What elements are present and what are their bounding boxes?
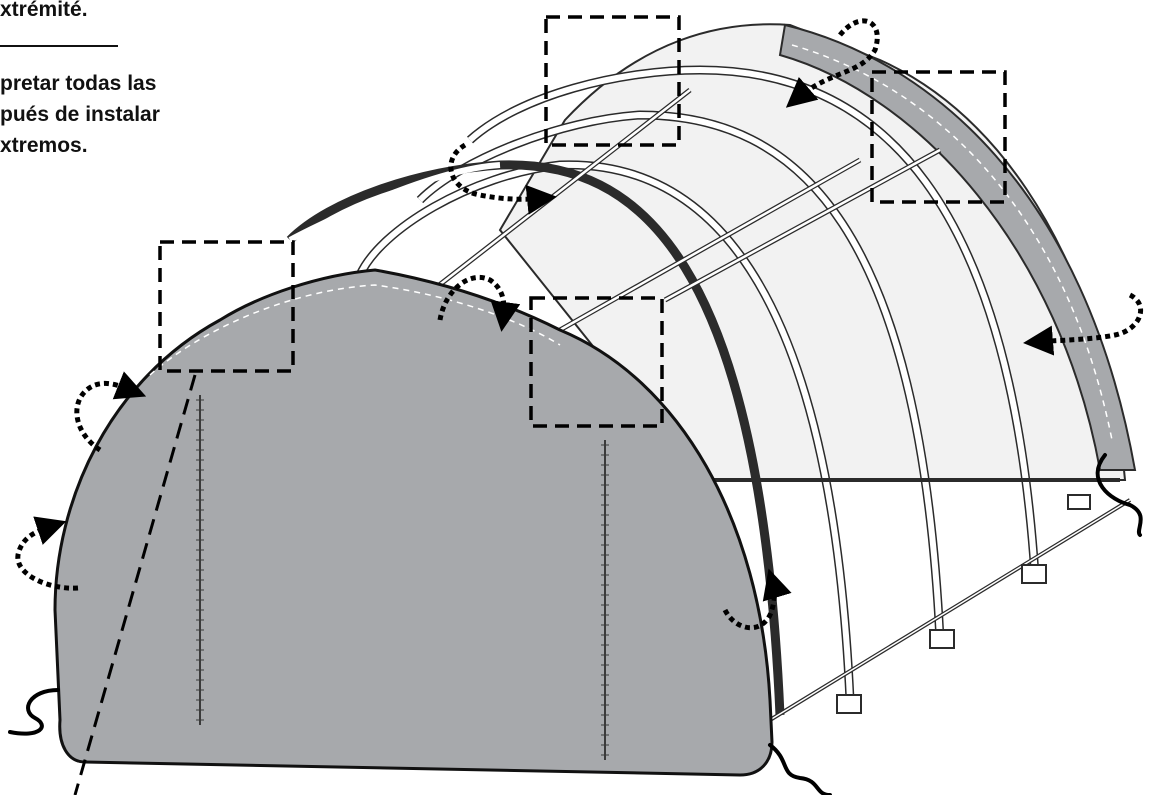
- note-spanish: pretar todas las pués de instalar xtremo…: [0, 68, 160, 161]
- direction-arrows: [15, 18, 1144, 631]
- arch-1-inner: [357, 161, 853, 701]
- callout-right-edge: [870, 70, 1007, 204]
- arch-2-inner: [417, 111, 943, 641]
- note-divider: [0, 45, 118, 47]
- callout-front-left: [158, 240, 295, 373]
- callout-leader-line: [73, 374, 197, 795]
- callout-top-ridge: [544, 15, 681, 147]
- note-spanish-line-2: pués de instalar: [0, 103, 160, 126]
- note-french-fragment: xtrémité.: [0, 0, 88, 21]
- callout-boxes: [158, 15, 1007, 428]
- note-spanish-line-1: pretar todas las: [0, 72, 157, 95]
- note-spanish-line-3: xtremos.: [0, 134, 88, 157]
- arch-4: [286, 160, 785, 716]
- rear-panel-seam: [791, 44, 1113, 441]
- tie-down-ropes: [8, 453, 1143, 795]
- callout-front-center: [529, 296, 664, 428]
- rear-end-panel: [778, 23, 1137, 471]
- arch-4-inner: [288, 162, 501, 243]
- base-plates: [836, 494, 1091, 714]
